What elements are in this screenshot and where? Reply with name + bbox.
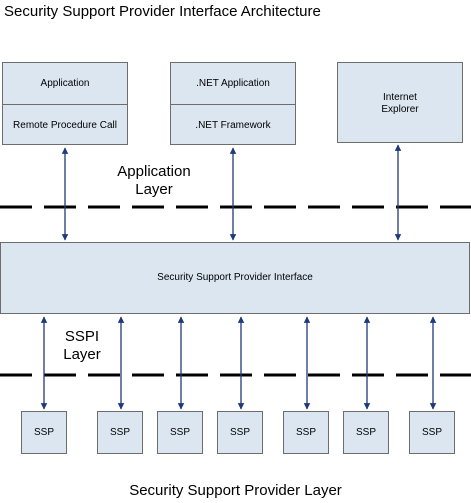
ssp-box-5: SSP xyxy=(283,411,329,454)
application-box: Application Remote Procedure Call xyxy=(2,62,128,145)
sspi-layer-line1: SSPI xyxy=(64,328,100,345)
ssp-box-7: SSP xyxy=(409,411,455,454)
internet-explorer-box: Internet Explorer xyxy=(337,62,463,143)
application-layer-label: Application Layer xyxy=(104,163,204,199)
ssp-label-6: SSP xyxy=(355,427,376,438)
sspi-layer-label: SSPI Layer xyxy=(52,328,112,364)
ssp-box-3: SSP xyxy=(157,411,203,454)
ssp-label-1: SSP xyxy=(33,427,54,438)
dotnet-box: .NET Application .NET Framework xyxy=(170,62,296,145)
ssp-label-4: SSP xyxy=(229,427,250,438)
ssp-label-5: SSP xyxy=(295,427,316,438)
ssp-box-4: SSP xyxy=(217,411,263,454)
dotnet-framework-label: .NET Framework xyxy=(171,104,295,146)
ssp-label-2: SSP xyxy=(109,427,130,438)
footer-caption: Security Support Provider Layer xyxy=(129,482,342,499)
sspi-box: Security Support Provider Interface xyxy=(0,242,470,314)
application-layer-line2: Layer xyxy=(135,181,173,198)
internet-explorer-label: Internet Explorer xyxy=(381,91,419,115)
ssp-box-6: SSP xyxy=(343,411,389,454)
sspi-label: Security Support Provider Interface xyxy=(157,272,313,283)
ssp-label-7: SSP xyxy=(421,427,442,438)
rpc-label: Remote Procedure Call xyxy=(3,104,127,146)
ssp-label-3: SSP xyxy=(169,427,190,438)
application-label: Application xyxy=(40,77,90,89)
dotnet-application-label: .NET Application xyxy=(196,77,270,89)
ssp-box-2: SSP xyxy=(97,411,143,454)
sspi-layer-line2: Layer xyxy=(63,346,101,363)
diagram-title: Security Support Provider Interface Arch… xyxy=(4,3,321,20)
application-layer-line1: Application xyxy=(117,163,191,180)
ssp-box-1: SSP xyxy=(21,411,67,454)
